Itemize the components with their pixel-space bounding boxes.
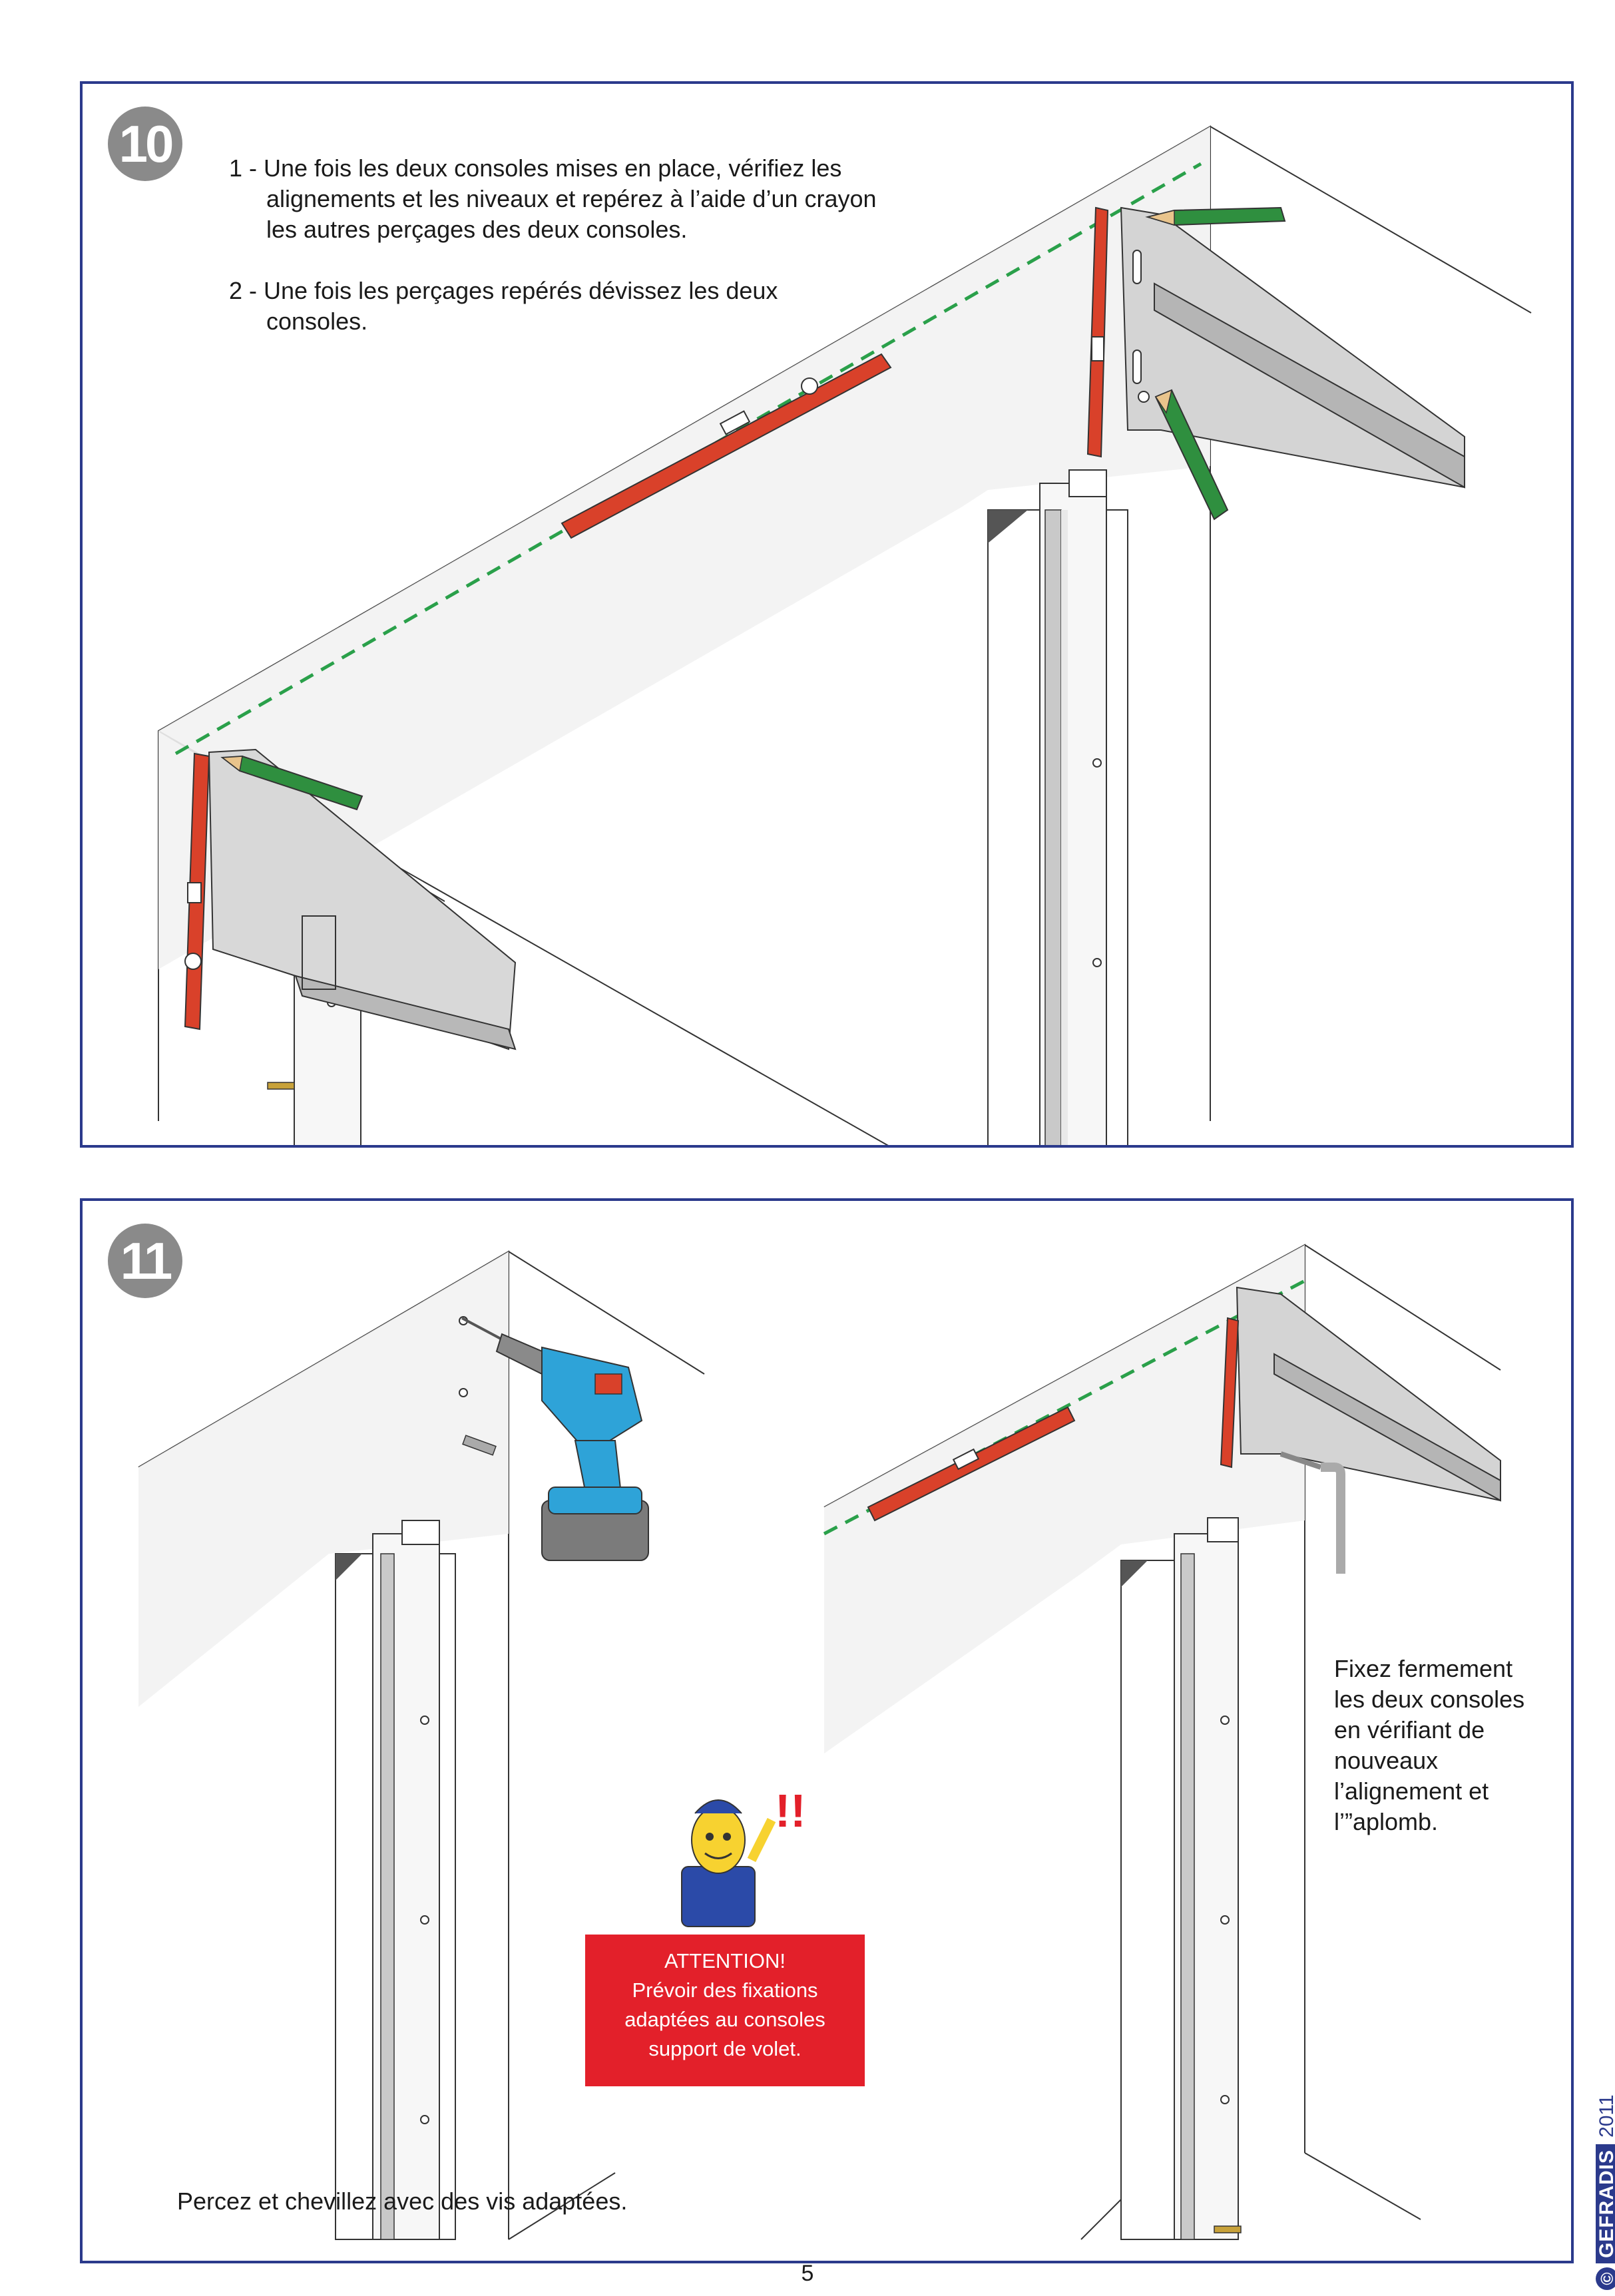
warning-title: ATTENTION! bbox=[664, 1949, 786, 1972]
step-number-badge: 10 bbox=[108, 107, 182, 181]
pencil-icon bbox=[220, 755, 363, 811]
copyright-icon: © bbox=[1596, 2267, 1615, 2290]
spirit-level-icon bbox=[1086, 206, 1109, 458]
alignment-chalk-line bbox=[174, 162, 1202, 756]
spirit-level-icon bbox=[867, 1406, 1076, 1522]
alignment-chalk-line bbox=[823, 1279, 1306, 1536]
step-11-illustration: !! bbox=[138, 1244, 1501, 2240]
copyright-notice: © GEFRADIS 2011 bbox=[1595, 2094, 1615, 2290]
copyright-year: 2011 bbox=[1596, 2094, 1615, 2138]
warning-box: ATTENTION! Prévoir des fixations adaptée… bbox=[585, 1935, 865, 2086]
wrench-icon bbox=[1279, 1451, 1345, 1574]
step-number-badge: 11 bbox=[108, 1224, 182, 1298]
brand-logo: GEFRADIS bbox=[1596, 2144, 1615, 2263]
svg-text:!!: !! bbox=[775, 1785, 806, 1837]
right-shutter-rail bbox=[1174, 1517, 1242, 2240]
page-number: 5 bbox=[801, 2261, 814, 2286]
drill-icon bbox=[461, 1317, 649, 1561]
pencil-icon bbox=[1145, 206, 1286, 226]
step-10-instructions: 1 - Une fois les deux consoles mises en … bbox=[229, 153, 881, 337]
instruction-1: 1 - Une fois les deux consoles mises en … bbox=[229, 154, 877, 243]
step-10-illustration bbox=[158, 125, 1532, 1145]
warning-line: adaptées au consoles bbox=[624, 2008, 825, 2031]
bracket-icon bbox=[208, 748, 517, 1050]
spirit-level-icon bbox=[184, 752, 210, 1031]
spirit-level-icon bbox=[1220, 1317, 1240, 1469]
step-11-right-caption: Fixez fermement les deux consoles en vér… bbox=[1334, 1655, 1525, 1835]
step-11-left-caption: Percez et chevillez avec des vis adaptée… bbox=[177, 2187, 628, 2215]
right-shutter-rail bbox=[1039, 469, 1107, 1145]
mascot-icon: !! bbox=[681, 1785, 806, 1927]
left-shutter-rail bbox=[372, 1520, 440, 2240]
bracket-icon bbox=[1236, 1286, 1501, 1502]
bracket-icon bbox=[1120, 206, 1465, 489]
pencil-icon bbox=[1154, 389, 1229, 521]
spirit-level-icon bbox=[561, 353, 892, 539]
step-10-panel: 10 1 - Une fois les deux consoles mises … bbox=[80, 81, 1574, 1148]
step-11-panel: !! 11 Percez et chevillez avec des vis a… bbox=[80, 1198, 1574, 2263]
instruction-2: 2 - Une fois les perçages repérés déviss… bbox=[229, 277, 778, 335]
warning-line: Prévoir des fixations bbox=[632, 1978, 818, 2002]
warning-line: support de volet. bbox=[648, 2037, 802, 2060]
